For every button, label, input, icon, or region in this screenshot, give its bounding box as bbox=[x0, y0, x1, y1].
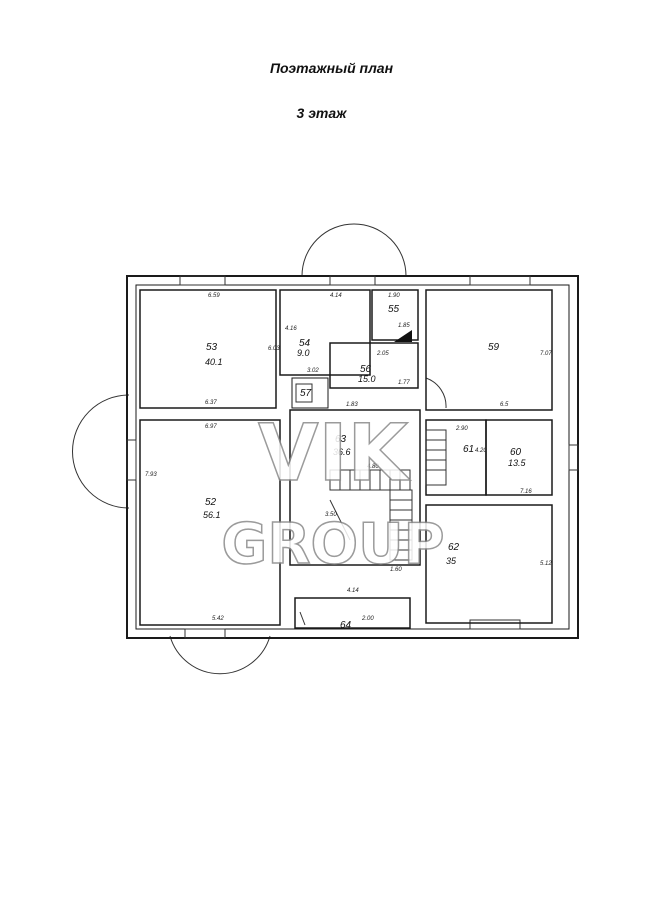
dim-label: 2.05 bbox=[376, 351, 389, 357]
dim-label: 6.5 bbox=[500, 402, 509, 408]
dim-label: 3.50 bbox=[325, 512, 337, 518]
room-57-number: 57 bbox=[300, 388, 312, 399]
watermark-line2: GROUP bbox=[221, 512, 444, 577]
dim-label: 1.60 bbox=[390, 567, 402, 573]
door-arc-top bbox=[301, 223, 407, 277]
room-54-wall bbox=[279, 289, 371, 376]
room-59-number: 59 bbox=[488, 342, 500, 353]
door-arc-bottom bbox=[169, 635, 271, 675]
room-62-number: 62 bbox=[448, 542, 460, 553]
window-bottom-1 bbox=[184, 628, 226, 639]
watermark-line1: VIK bbox=[258, 409, 410, 499]
window-top-3 bbox=[469, 275, 531, 286]
dim-label: 6.03 bbox=[268, 346, 280, 352]
dim-label: 4.16 bbox=[285, 326, 297, 332]
document-title: Поэтажный план bbox=[269, 60, 394, 76]
dim-label: 4.14 bbox=[330, 293, 342, 299]
room-55-wall bbox=[371, 289, 419, 341]
room-60-area: 13.5 bbox=[508, 458, 527, 468]
dim-label: 6.97 bbox=[205, 424, 217, 430]
room-52-number: 52 bbox=[205, 497, 217, 508]
room-60-wall bbox=[485, 419, 553, 496]
dim-label: 6.59 bbox=[208, 293, 220, 299]
room-64-number: 64 bbox=[340, 620, 352, 631]
dim-label: 1.85 bbox=[398, 323, 410, 329]
room-52-wall bbox=[139, 419, 281, 626]
room-53-wall bbox=[139, 289, 277, 409]
door-arc-top-right bbox=[425, 377, 447, 409]
dim-label: 5.42 bbox=[212, 616, 224, 622]
dim-label: 7.93 bbox=[145, 472, 157, 478]
dim-label: 4.80 bbox=[367, 464, 379, 470]
room-63-area: 36.6 bbox=[333, 447, 351, 457]
dim-label: 3.02 bbox=[307, 368, 319, 374]
door-arc-left bbox=[72, 394, 130, 509]
room-52-area: 56.1 bbox=[203, 510, 221, 520]
room-60-number: 60 bbox=[510, 447, 522, 458]
room-63-wall bbox=[289, 409, 421, 566]
room-53-area: 40.1 bbox=[205, 357, 223, 367]
diagonal-line bbox=[329, 499, 351, 541]
room-56-area: 15.0 bbox=[358, 374, 376, 384]
room-53-number: 53 bbox=[206, 342, 218, 353]
room-62-wall bbox=[425, 504, 553, 624]
dim-label: 6.37 bbox=[205, 400, 217, 406]
door-line-64 bbox=[299, 611, 306, 626]
room-54-number: 54 bbox=[299, 338, 311, 349]
window-bottom-2 bbox=[469, 619, 521, 630]
room-64-wall bbox=[294, 597, 411, 629]
window-top-2 bbox=[329, 275, 376, 286]
dim-label: 4.20 bbox=[475, 448, 487, 454]
room-56-wall bbox=[329, 342, 419, 389]
dim-label: 2.00 bbox=[361, 616, 374, 622]
room-56-number: 56 bbox=[360, 364, 372, 375]
room-63-number: 63 bbox=[335, 434, 347, 445]
room-59-wall bbox=[425, 289, 553, 411]
vent-marker bbox=[394, 330, 412, 342]
staircase bbox=[329, 429, 447, 561]
room-61-number: 61 bbox=[463, 444, 474, 455]
dim-label: 1.83 bbox=[346, 402, 358, 408]
dim-label: 5.12 bbox=[540, 561, 552, 567]
dim-label: 1.90 bbox=[388, 293, 400, 299]
dim-label: 2.90 bbox=[455, 426, 468, 432]
floor-label: 3 этаж bbox=[296, 105, 347, 121]
dim-label: 7.07 bbox=[540, 351, 552, 357]
dim-label: 4.14 bbox=[347, 588, 359, 594]
dim-label: 1.77 bbox=[398, 380, 410, 386]
window-top-1 bbox=[179, 275, 226, 286]
room-54-area: 9.0 bbox=[297, 348, 310, 358]
room-58-wall bbox=[295, 383, 313, 403]
window-right-1 bbox=[568, 444, 579, 471]
dim-label: 7.16 bbox=[520, 489, 532, 495]
room-57-wall bbox=[291, 377, 329, 409]
window-left-1 bbox=[126, 439, 137, 481]
room-62-area: 35 bbox=[446, 556, 457, 566]
room-55-number: 55 bbox=[388, 304, 400, 315]
